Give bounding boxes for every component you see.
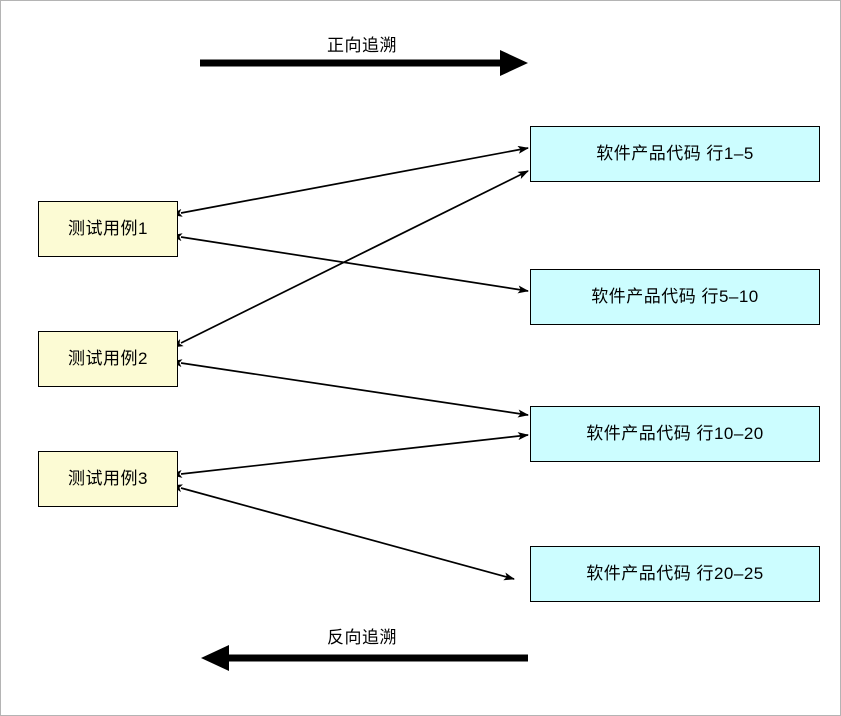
backward-trace-label: 反向追溯	[327, 628, 397, 647]
connector-tc3-cb4	[171, 484, 515, 581]
backward-trace-arrow	[201, 645, 528, 671]
connector-tc2-cb1	[172, 170, 529, 348]
code-block-node-3[interactable]: 软件产品代码 行10–20	[530, 406, 820, 462]
forward-trace-label: 正向追溯	[327, 36, 397, 55]
code-block-node-1[interactable]: 软件产品代码 行1–5	[530, 126, 820, 182]
code-block-node-4[interactable]: 软件产品代码 行20–25	[530, 546, 820, 602]
connector-tc3-cb3	[171, 432, 529, 478]
test-case-node-2[interactable]: 测试用例2	[38, 331, 178, 387]
connector-tc1-cb2	[171, 233, 529, 294]
code-block-node-2[interactable]: 软件产品代码 行5–10	[530, 269, 820, 325]
connector-tc1-cb1	[171, 145, 529, 217]
connector-tc2-cb3	[171, 359, 529, 418]
test-case-node-1[interactable]: 测试用例1	[38, 201, 178, 257]
test-case-node-3[interactable]: 测试用例3	[38, 451, 178, 507]
